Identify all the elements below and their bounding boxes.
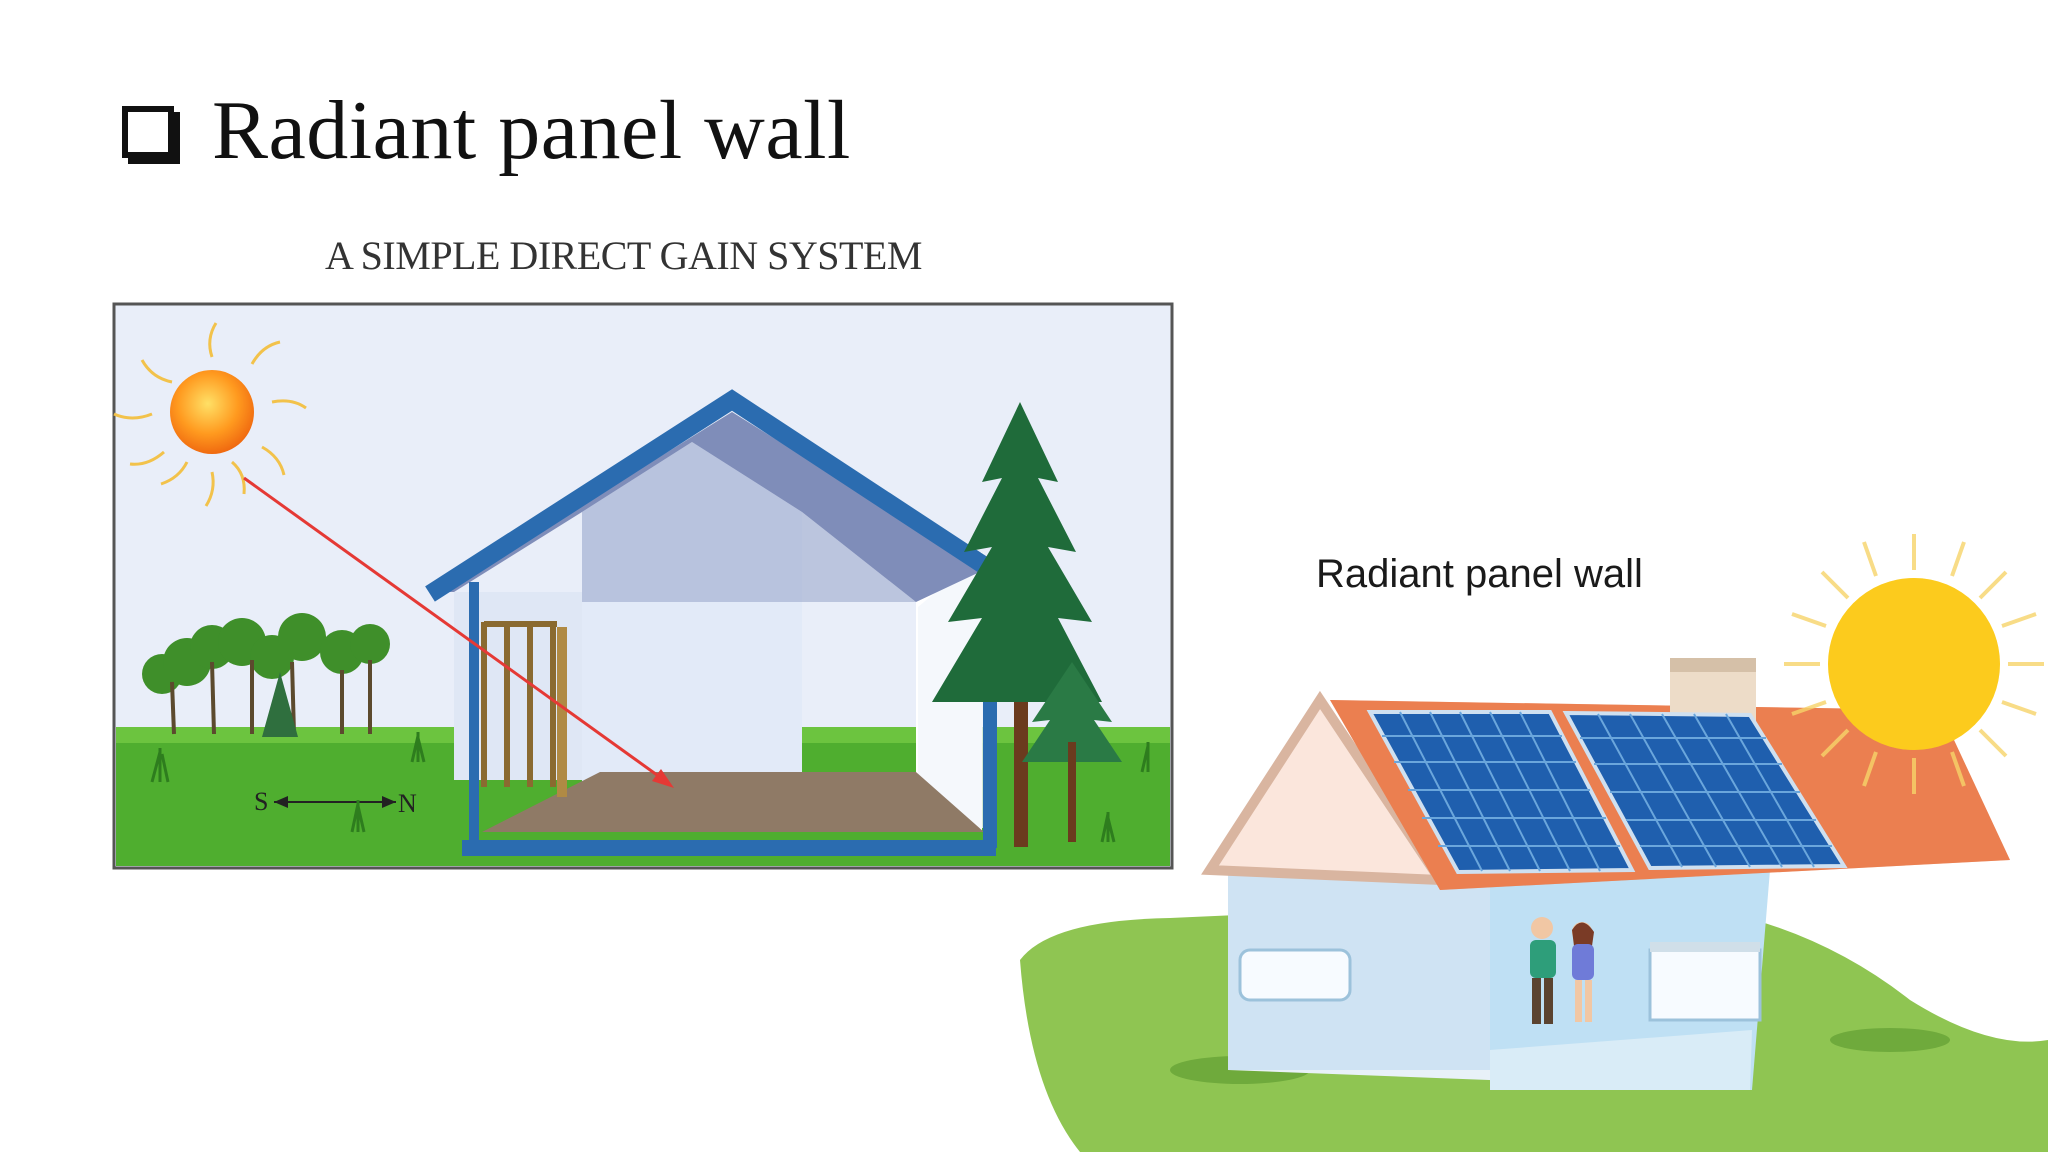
solar-house-illustration [1020, 658, 2048, 1152]
grass-tufts [150, 732, 1150, 843]
checkbox-square-icon [122, 106, 174, 158]
compass-north: N [398, 789, 417, 818]
people-icon [1530, 917, 1594, 1024]
direct-gain-diagram: S N [112, 302, 1174, 870]
house-cross-section [425, 389, 999, 856]
sun-icon [1784, 534, 2044, 794]
sun-icon [113, 322, 307, 507]
compass-indicator: S N [254, 787, 417, 818]
radiant-panel-wall-label: Radiant panel wall [1316, 552, 1643, 596]
tree-icon [932, 402, 1122, 847]
small-trees [142, 613, 390, 737]
solar-panel-icon [1366, 710, 1848, 875]
sun-ray-arrow [243, 476, 674, 788]
compass-south: S [254, 787, 268, 816]
diagram-caption: A SIMPLE DIRECT GAIN SYSTEM [325, 233, 922, 278]
slide-title-row: Radiant panel wall [122, 70, 851, 190]
slide-title: Radiant panel wall [212, 83, 851, 177]
